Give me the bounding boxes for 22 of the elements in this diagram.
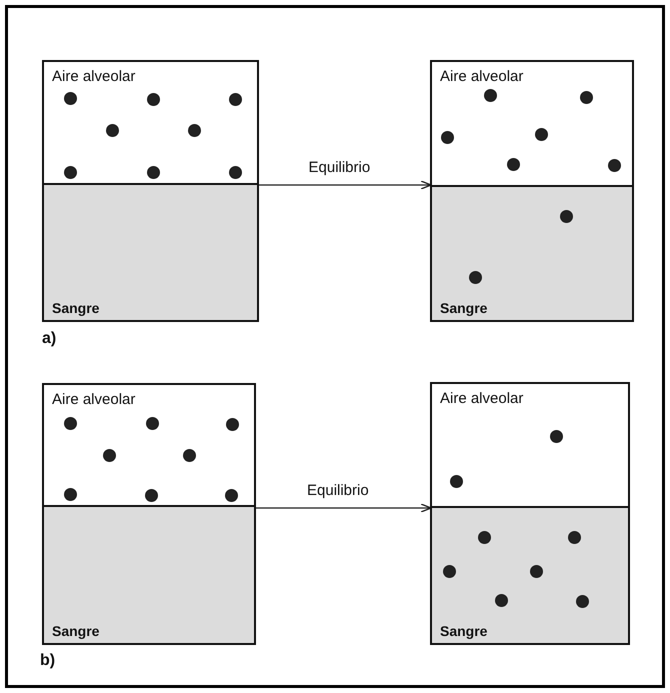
blood-compartment (44, 183, 257, 320)
container-box (430, 60, 634, 322)
compartment-label: Sangre (440, 300, 488, 316)
panel-label: a) (42, 330, 56, 348)
compartment-label: Aire alveolar (440, 390, 524, 407)
compartment-label: Sangre (52, 623, 100, 639)
blood-compartment (432, 506, 628, 643)
compartment-label: Aire alveolar (52, 391, 136, 408)
edge-label: Equilibrio (307, 482, 369, 499)
blood-compartment (432, 185, 632, 320)
edge-label: Equilibrio (308, 159, 370, 176)
container-box (430, 382, 630, 645)
blood-compartment (44, 505, 254, 643)
arrow (259, 180, 432, 190)
panel-label: b) (40, 652, 56, 670)
compartment-label: Aire alveolar (440, 68, 524, 85)
container-box (42, 383, 256, 645)
compartment-label: Sangre (52, 300, 100, 316)
compartment-label: Sangre (440, 623, 488, 639)
container-box (42, 60, 259, 322)
arrow (256, 503, 432, 513)
compartment-label: Aire alveolar (52, 68, 136, 85)
